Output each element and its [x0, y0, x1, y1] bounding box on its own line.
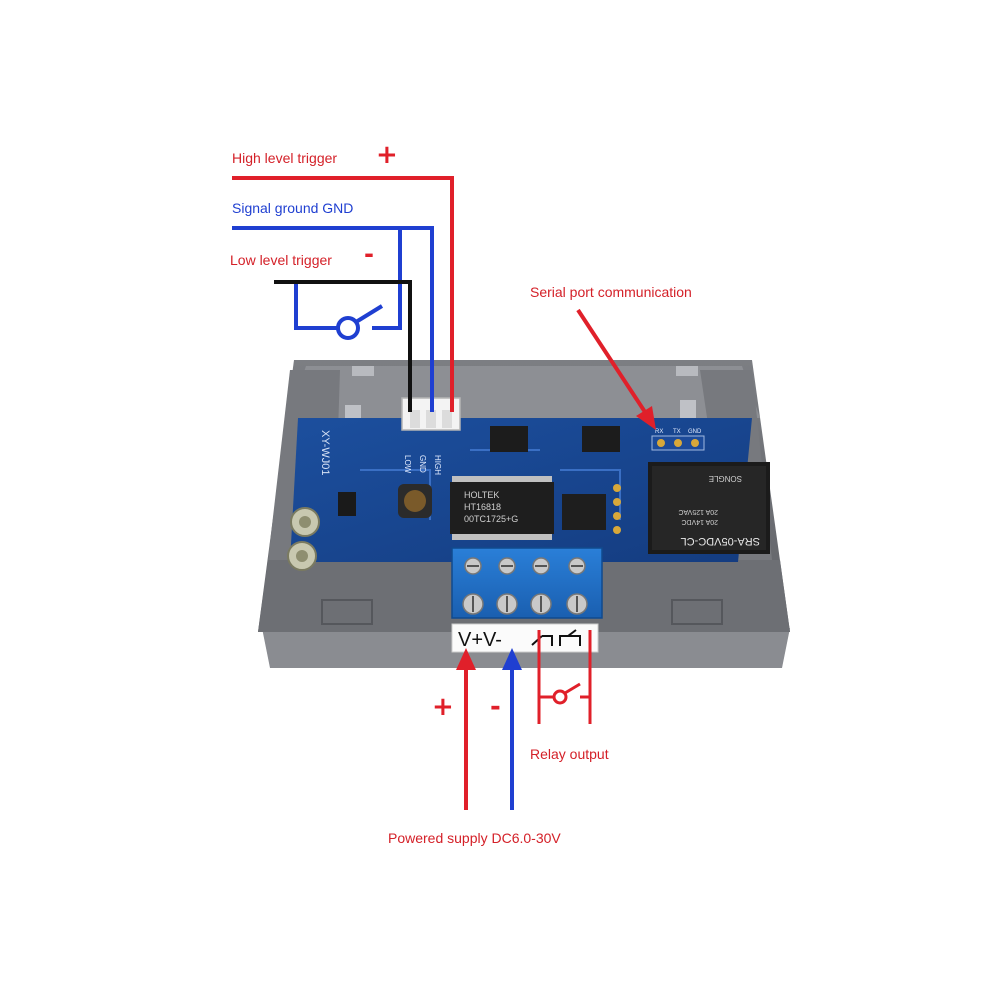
relay-model-label: SRA-05VDC-CL — [681, 535, 760, 547]
regulator-chip — [338, 492, 356, 516]
low-trigger-label: Low level trigger — [230, 252, 332, 268]
top-wiring — [232, 176, 454, 412]
bottom-wiring — [456, 630, 592, 810]
connector-pin-gnd: GND — [418, 455, 427, 473]
power-minus-sign: - — [490, 692, 501, 722]
ic-code: 00TC1725+G — [464, 514, 518, 524]
low-trigger-minus-sign: - — [364, 240, 374, 268]
signal-ground-label: Signal ground GND — [232, 200, 354, 216]
serial-pin-gnd: GND — [688, 429, 702, 435]
serial-port-pads — [651, 435, 705, 451]
ic-brand: HOLTEK — [464, 490, 499, 500]
terminal-label-strip: V+V- — [451, 623, 599, 653]
serial-pin-tx: TX — [673, 429, 681, 435]
power-supply-label: Powered supply DC6.0-30V — [388, 830, 561, 846]
high-trigger-wire — [232, 176, 454, 412]
main-ic — [450, 482, 554, 534]
trigger-switch-symbol — [336, 316, 360, 340]
transistor — [582, 426, 620, 452]
terminal-power-label: V+V- — [458, 629, 502, 651]
ground-wire — [232, 226, 434, 412]
relay-brand: SONGLE — [709, 474, 742, 483]
serial-port-label: Serial port communication — [530, 284, 692, 300]
serial-arrow — [576, 308, 656, 430]
relay-rating-ac: 20A 125VAC — [678, 508, 718, 515]
serial-pin-rx: RX — [655, 429, 663, 435]
transistor — [490, 426, 528, 452]
ic-model: HT16818 — [464, 502, 501, 512]
high-trigger-label: High level trigger — [232, 150, 338, 166]
board-model-label: XY-WJ01 — [319, 430, 331, 475]
terminal-block — [451, 547, 603, 619]
relay-switch-symbol — [552, 689, 568, 705]
relay-contact-symbol — [531, 629, 581, 646]
pcb-board — [287, 397, 770, 571]
relay-rating-dc: 20A 14VDC — [681, 518, 718, 525]
pin-header — [613, 484, 621, 534]
high-trigger-plus-sign: + — [376, 140, 398, 170]
power-plus-sign: + — [432, 692, 454, 722]
relay-output-label: Relay output — [530, 746, 609, 762]
low-trigger-wire — [274, 280, 412, 412]
driver-ic — [562, 494, 606, 530]
connector-pin-low: LOW — [403, 455, 412, 474]
connector-pin-high: HIGH — [433, 455, 442, 475]
relay-output-wiring — [537, 630, 592, 724]
